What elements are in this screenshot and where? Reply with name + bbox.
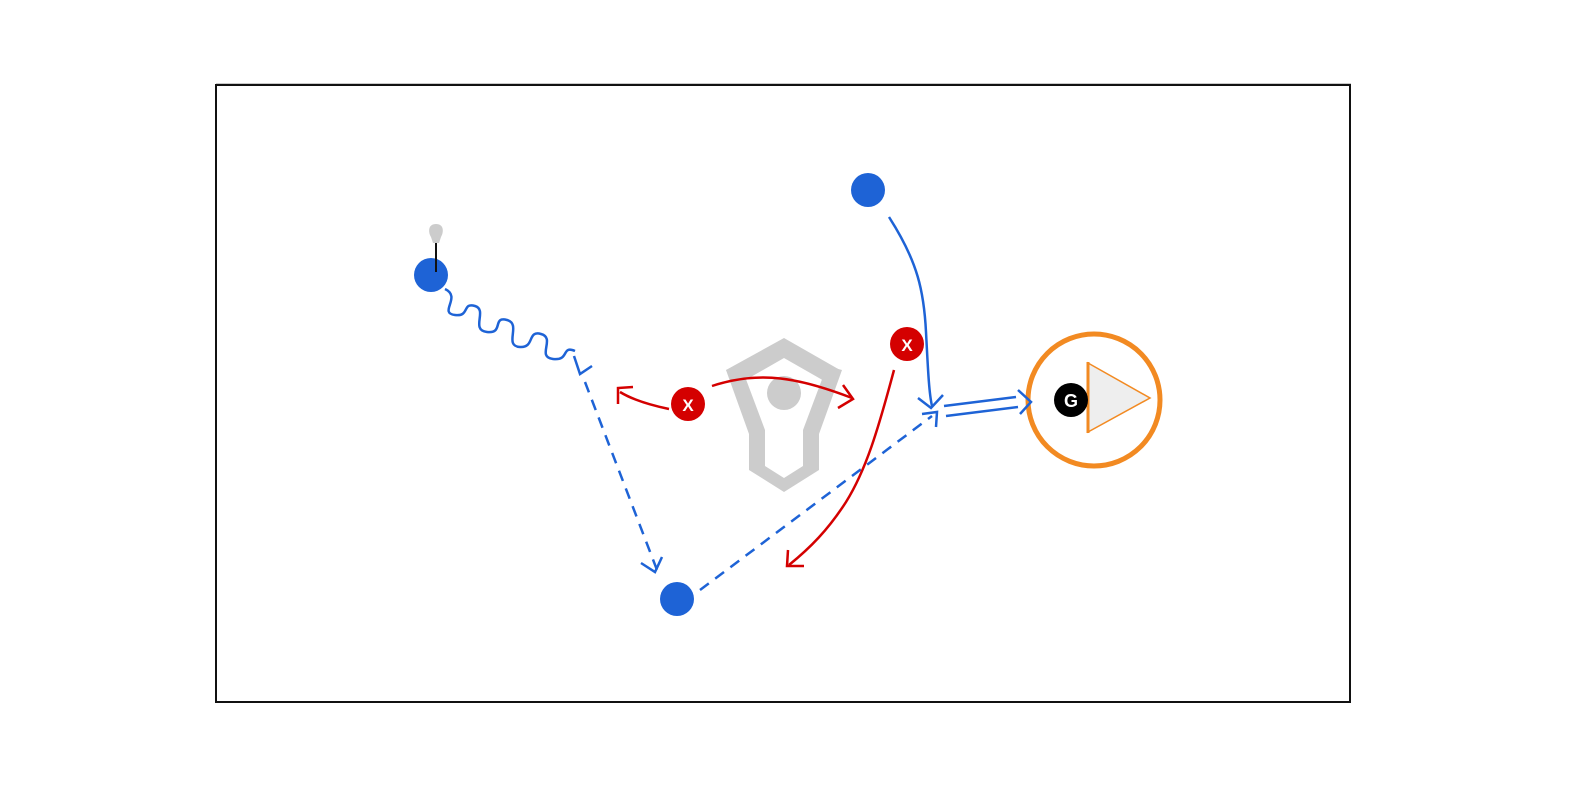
dodge-path	[444, 287, 576, 361]
defender-right: X	[890, 327, 924, 361]
slide-arrowhead-center	[837, 384, 855, 410]
attacker-ball-carrier	[414, 224, 448, 292]
goalie: G	[1054, 383, 1088, 417]
cut-path	[887, 216, 934, 407]
attacker-top	[851, 173, 885, 207]
slide-arrowhead-left	[616, 385, 634, 404]
pass-arrowhead-2	[921, 410, 939, 428]
field-border	[215, 84, 1351, 703]
slide-path-left	[619, 390, 670, 411]
lacrosse-head-icon	[726, 338, 842, 492]
attacker-bottom	[660, 582, 694, 616]
shot-path	[943, 395, 1019, 418]
defender-center: X	[671, 387, 705, 421]
slide-arrowhead-right	[785, 549, 804, 568]
cut-arrowhead	[917, 394, 944, 410]
defender-center-label: X	[682, 396, 694, 415]
slide-path-center	[711, 376, 853, 400]
pass-line-1	[583, 381, 659, 571]
goalie-label: G	[1064, 391, 1078, 411]
slide-path-right	[788, 369, 896, 566]
pass-arrowhead-1	[640, 556, 664, 574]
pass-line-2	[699, 415, 933, 591]
shot-arrowhead	[1017, 389, 1033, 415]
defender-right-label: X	[901, 336, 913, 355]
dodge-arrowhead	[572, 355, 593, 376]
stick-head-icon	[429, 224, 443, 243]
